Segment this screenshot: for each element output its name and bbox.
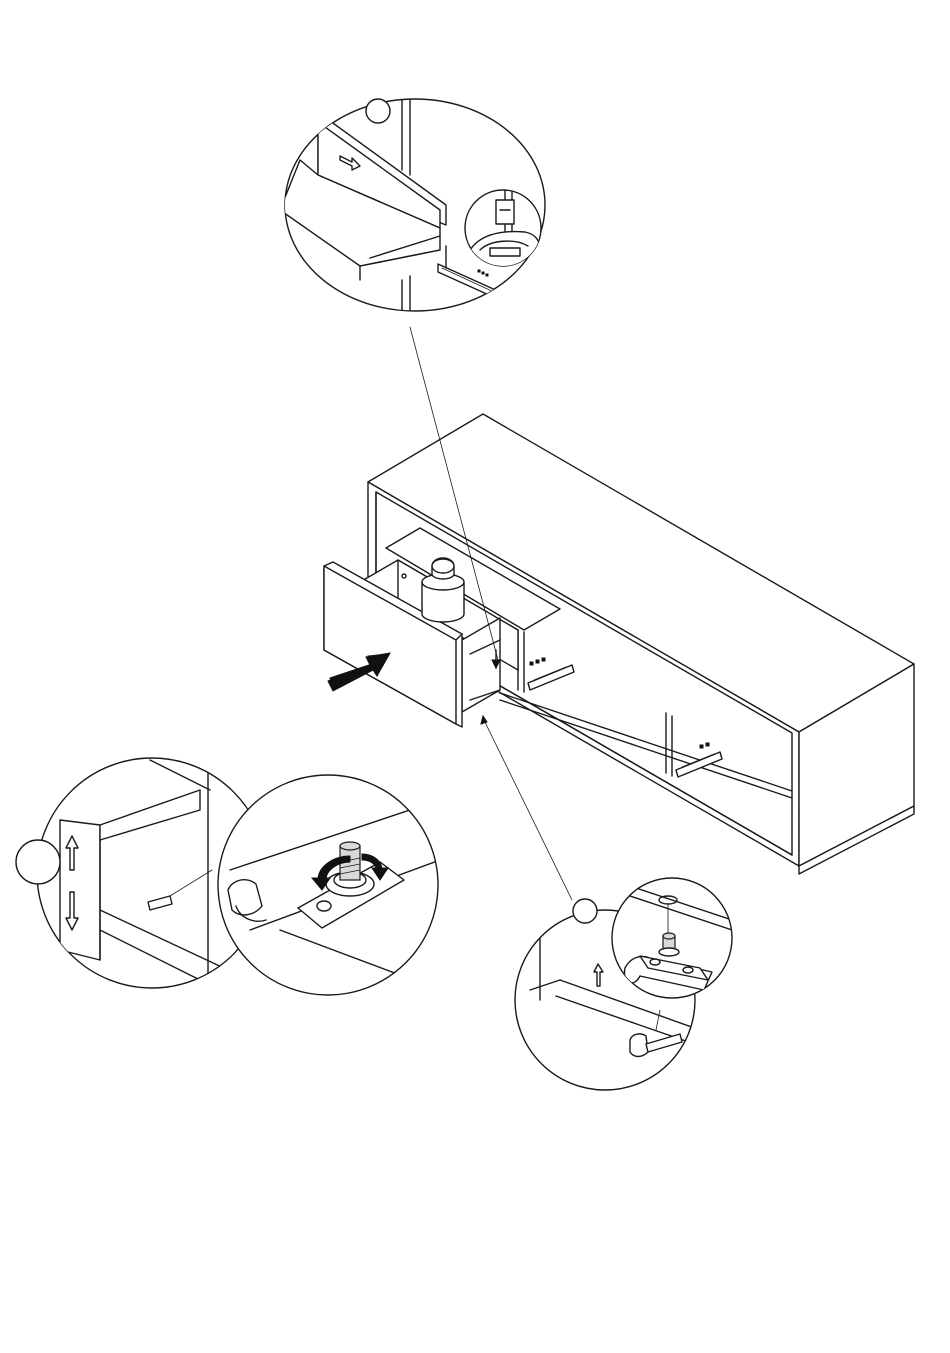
leader-line-bottom: [483, 718, 572, 900]
top-detail-callout: [280, 99, 545, 320]
step-circle-top: [366, 99, 390, 123]
step-circle-bottom: [573, 899, 597, 923]
left-detail-callout: [16, 758, 440, 1000]
bottom-right-detail-callout: [515, 878, 732, 1090]
step-circle-left: [16, 840, 60, 884]
